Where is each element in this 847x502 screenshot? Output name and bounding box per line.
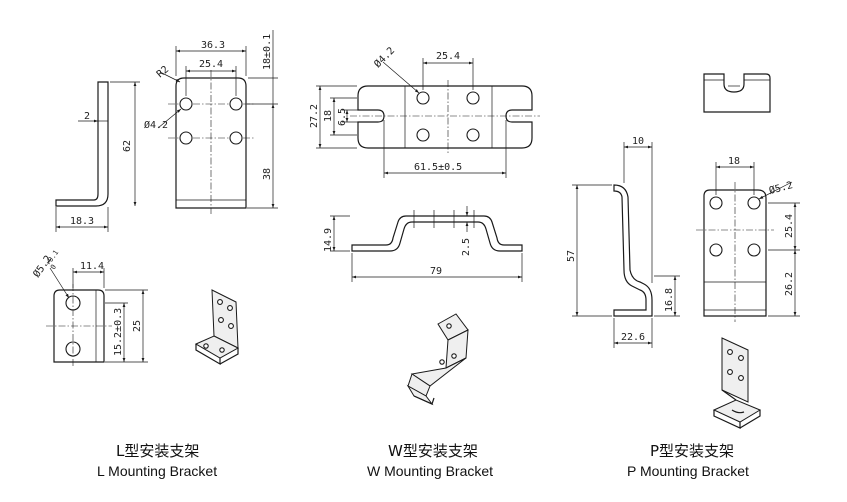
p-hole [747, 196, 761, 210]
l-slot-detail: Ø5.2 +0.1 0 11.4 15.2±0.3 25 [31, 249, 148, 368]
l-slot-pos-label: 15.2±0.3 [113, 308, 124, 356]
l-hole [179, 131, 193, 145]
l-hole [229, 131, 243, 145]
l-hole [229, 97, 243, 111]
p-hole-span-label: 18 [728, 156, 740, 167]
p-caption-en: P Mounting Bracket [627, 463, 749, 479]
l-slot-height-label: 25 [132, 320, 143, 332]
w-height-label: 27.2 [309, 104, 320, 128]
p-hole [709, 243, 723, 257]
l-lower-height-label: 38 [262, 168, 273, 180]
w-slot-label: 6.5 [337, 108, 348, 126]
p-lower-label: 16.8 [664, 288, 675, 312]
w-side-length-label: 79 [430, 266, 442, 277]
w-caption-cn: W型安装支架 [388, 442, 478, 460]
p-front-view: 18 Ø5.2 25.4 26.2 [696, 156, 800, 322]
w-hole [466, 128, 480, 142]
w-length-label: 61.5±0.5 [414, 162, 462, 173]
l-caption-en: L Mounting Bracket [97, 463, 217, 479]
l-hole-span-label: 25.4 [199, 59, 223, 70]
l-slot-width-label: 11.4 [80, 261, 104, 272]
l-hole [179, 97, 193, 111]
l-side-view: 2 62 18.3 [55, 81, 140, 232]
l-isometric-sketch [194, 289, 240, 366]
w-side-profile: 14.9 2.5 79 [323, 206, 523, 282]
w-thickness-label: 2.5 [461, 238, 472, 256]
l-front-view: 36.3 25.4 R2 Ø4.2 18±0.1 38 [144, 30, 278, 214]
w-inner-label: 18 [323, 110, 334, 122]
p-end-view [703, 73, 771, 113]
w-hole [466, 91, 480, 105]
p-hole [709, 196, 723, 210]
p-vspan-label: 25.4 [784, 214, 795, 238]
w-caption-en: W Mounting Bracket [367, 463, 493, 479]
p-caption-cn: P型安装支架 [650, 442, 734, 460]
p-side-profile: 10 57 16.8 22.6 [566, 136, 680, 348]
p-height-label: 57 [566, 250, 577, 262]
l-hole-dia-label: Ø4.2 [144, 119, 168, 131]
l-thickness-label: 2 [84, 111, 90, 122]
w-side-height-label: 14.9 [323, 228, 334, 252]
l-base-label: 18.3 [70, 216, 94, 227]
w-top-view: Ø4.2 25.4 27.2 18 6.5 61.5±0.5 [309, 45, 540, 178]
l-slot-tol-lower-label: 0 [49, 263, 58, 271]
p-lower-front-label: 26.2 [784, 272, 795, 296]
l-total-width-label: 36.3 [201, 40, 225, 51]
l-height-label: 62 [122, 140, 133, 152]
w-bracket-group: Ø4.2 25.4 27.2 18 6.5 61.5±0.5 [309, 45, 540, 479]
p-isometric-sketch [712, 337, 762, 429]
w-hole [416, 128, 430, 142]
l-top-height-label: 18±0.1 [262, 34, 273, 70]
w-hole [416, 91, 430, 105]
l-bracket-group: 2 62 18.3 36.3 25.4 [31, 30, 278, 479]
p-hole-dia-label: Ø5.2 [768, 179, 794, 197]
w-hole-span-label: 25.4 [436, 51, 460, 62]
p-bracket-group: 10 57 16.8 22.6 [566, 73, 800, 479]
w-isometric-sketch [406, 313, 469, 406]
p-top-label: 10 [632, 136, 644, 147]
p-base-label: 22.6 [621, 332, 645, 343]
l-caption-cn: L型安装支架 [116, 442, 199, 460]
p-hole [747, 243, 761, 257]
w-hole-dia-label: Ø4.2 [372, 45, 398, 71]
l-radius-label: R2 [155, 64, 171, 80]
